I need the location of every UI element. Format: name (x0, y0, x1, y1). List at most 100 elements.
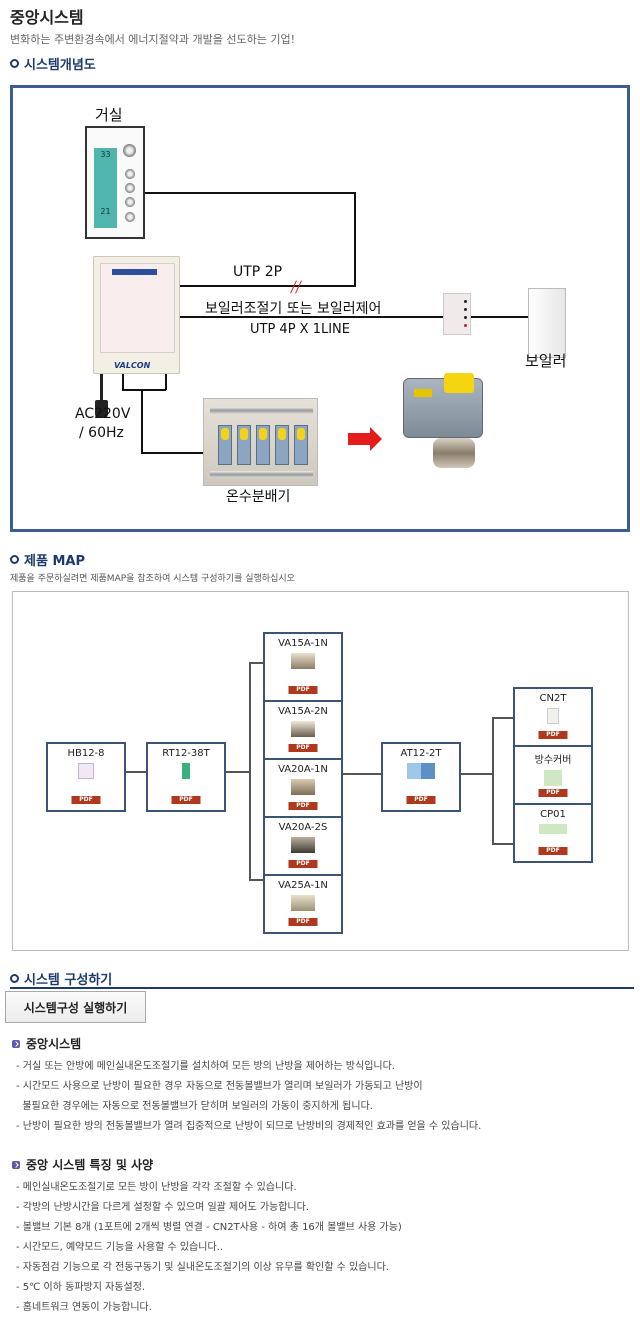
product-image (407, 763, 435, 779)
valve (237, 425, 251, 465)
manifold-image (203, 398, 318, 486)
product-name: VA20A-2S (278, 822, 328, 833)
section-divider (10, 987, 634, 989)
valve (275, 425, 289, 465)
features-title: 중앙 시스템 특징 및 사양 (26, 1158, 154, 1172)
product-va15a-2n[interactable]: VA15A-2N PDF (263, 700, 343, 760)
pdf-button[interactable]: PDF (71, 796, 101, 804)
knob-icon (123, 144, 136, 157)
product-image (291, 837, 315, 853)
wire (180, 316, 443, 318)
connector-line (492, 717, 494, 844)
wire (141, 390, 143, 454)
product-image (547, 708, 559, 724)
page-title: 중앙시스템 (10, 8, 84, 27)
valve (218, 425, 232, 465)
pdf-button[interactable]: PDF (288, 744, 318, 752)
valve-actuator-image (403, 373, 483, 438)
controller-label-bar (112, 269, 157, 275)
pdf-button[interactable]: PDF (538, 789, 568, 797)
valve (294, 425, 308, 465)
product-name: HB12-8 (67, 748, 105, 759)
dot (464, 324, 467, 327)
product-image (182, 763, 190, 779)
product-va15a-1n[interactable]: VA15A-1N PDF (263, 632, 343, 702)
utp-2p-label: UTP 2P (233, 264, 283, 280)
product-cn2t[interactable]: CN2T PDF (513, 687, 593, 747)
central-system-heading: 중앙시스템 (12, 1035, 81, 1052)
central-controller-image: VALCON (93, 256, 180, 374)
product-cp01[interactable]: CP01 PDF (513, 803, 593, 863)
product-waterproof-cover[interactable]: 방수커버 PDF (513, 745, 593, 805)
product-va20a-2s[interactable]: VA20A-2S PDF (263, 816, 343, 876)
pdf-button[interactable]: PDF (406, 796, 436, 804)
product-name: VA15A-2N (278, 706, 328, 717)
product-image (291, 653, 315, 669)
product-name: VA15A-1N (278, 638, 328, 649)
wire (141, 452, 203, 454)
manifold-label: 온수분배기 (226, 489, 291, 505)
central-line: - 난방이 필요한 방의 전동볼밸브가 열려 집중적으로 난방이 되므로 난방비… (16, 1121, 482, 1132)
product-hb12-8[interactable]: HB12-8 PDF (46, 742, 126, 812)
lcd-top-value: 33 (100, 150, 111, 159)
connector-line (343, 773, 381, 775)
product-image (291, 895, 315, 911)
dot (464, 308, 467, 311)
ring-bullet-icon (10, 59, 19, 68)
central-line: - 시간모드 사용으로 난방이 필요한 경우 자동으로 전동볼밸브가 열리며 보… (16, 1081, 423, 1092)
wire (471, 316, 528, 318)
product-name: RT12-38T (162, 748, 210, 759)
product-map-heading-text: 제품 MAP (24, 554, 85, 569)
pdf-button[interactable]: PDF (288, 686, 318, 694)
wire (145, 192, 355, 194)
run-system-config-button[interactable]: 시스템구성 실행하기 (5, 991, 146, 1023)
ball-valve-image (433, 438, 475, 468)
arrow-bullet-icon (12, 1160, 20, 1169)
pipe (210, 407, 313, 414)
pdf-button[interactable]: PDF (538, 731, 568, 739)
page-subtitle: 변화하는 주변환경속에서 에너지절약과 개발을 선도하는 기업! (10, 33, 296, 46)
living-room-label: 거실 (95, 106, 123, 124)
product-va20a-1n[interactable]: VA20A-1N PDF (263, 758, 343, 818)
concept-heading: 시스템개념도 (10, 54, 96, 73)
room-thermostat-image: 33 21 (85, 126, 145, 239)
pdf-button[interactable]: PDF (288, 860, 318, 868)
system-config-heading-text: 시스템 구성하기 (24, 973, 113, 988)
valve (256, 425, 270, 465)
product-rt12-38t[interactable]: RT12-38T PDF (146, 742, 226, 812)
product-name: AT12-2T (400, 748, 442, 759)
red-arrow-icon (348, 427, 382, 451)
connector-line (461, 773, 493, 775)
utp-4p-label: UTP 4P X 1LINE (250, 322, 350, 337)
power-freq-label: / 60Hz (79, 425, 124, 441)
product-name: VA25A-1N (278, 880, 328, 891)
concept-heading-text: 시스템개념도 (24, 58, 96, 73)
feature-line: - 시간모드, 예약모드 기능을 사용할 수 있습니다.. (16, 1242, 224, 1253)
connector-line (492, 843, 514, 845)
pdf-button[interactable]: PDF (538, 847, 568, 855)
pdf-button[interactable]: PDF (171, 796, 201, 804)
product-image (539, 824, 567, 834)
pdf-button[interactable]: PDF (288, 918, 318, 926)
product-map-heading: 제품 MAP (10, 550, 85, 569)
product-name: CN2T (539, 693, 567, 704)
system-config-heading: 시스템 구성하기 (10, 969, 112, 988)
pdf-button[interactable]: PDF (288, 802, 318, 810)
lcd-bottom-value: 21 (100, 207, 111, 216)
product-va25a-1n[interactable]: VA25A-1N PDF (263, 874, 343, 934)
boiler-control-label: 보일러조절기 또는 보일러제어 (205, 301, 382, 317)
connector-line (249, 879, 263, 881)
actuator-tag (414, 389, 432, 397)
central-line: 불필요한 경우에는 자동으로 전동볼밸브가 닫히며 보일러의 가동이 중지하게 … (16, 1101, 373, 1112)
ring-bullet-icon (10, 555, 19, 564)
central-line: - 거실 또는 안방에 메인실내온도조절기를 설치하여 모든 방의 난방을 제어… (16, 1061, 395, 1072)
product-map: HB12-8 PDF RT12-38T PDF VA15A-1N PDF VA1… (12, 591, 629, 951)
feature-line: - 메인실내온도조절기로 모든 방이 난방을 각각 조절할 수 있습니다. (16, 1182, 297, 1193)
product-map-description: 제품을 주문하실려면 제품MAP을 참조하여 시스템 구성하기를 실행하십시오 (10, 574, 295, 584)
thermostat-lcd: 33 21 (94, 148, 117, 228)
features-heading: 중앙 시스템 특징 및 사양 (12, 1156, 153, 1173)
feature-line: - 홈네트워크 연동이 가능합니다. (16, 1302, 152, 1313)
connector-line (492, 717, 514, 719)
product-at12-2t[interactable]: AT12-2T PDF (381, 742, 461, 812)
connector-line (126, 771, 146, 773)
